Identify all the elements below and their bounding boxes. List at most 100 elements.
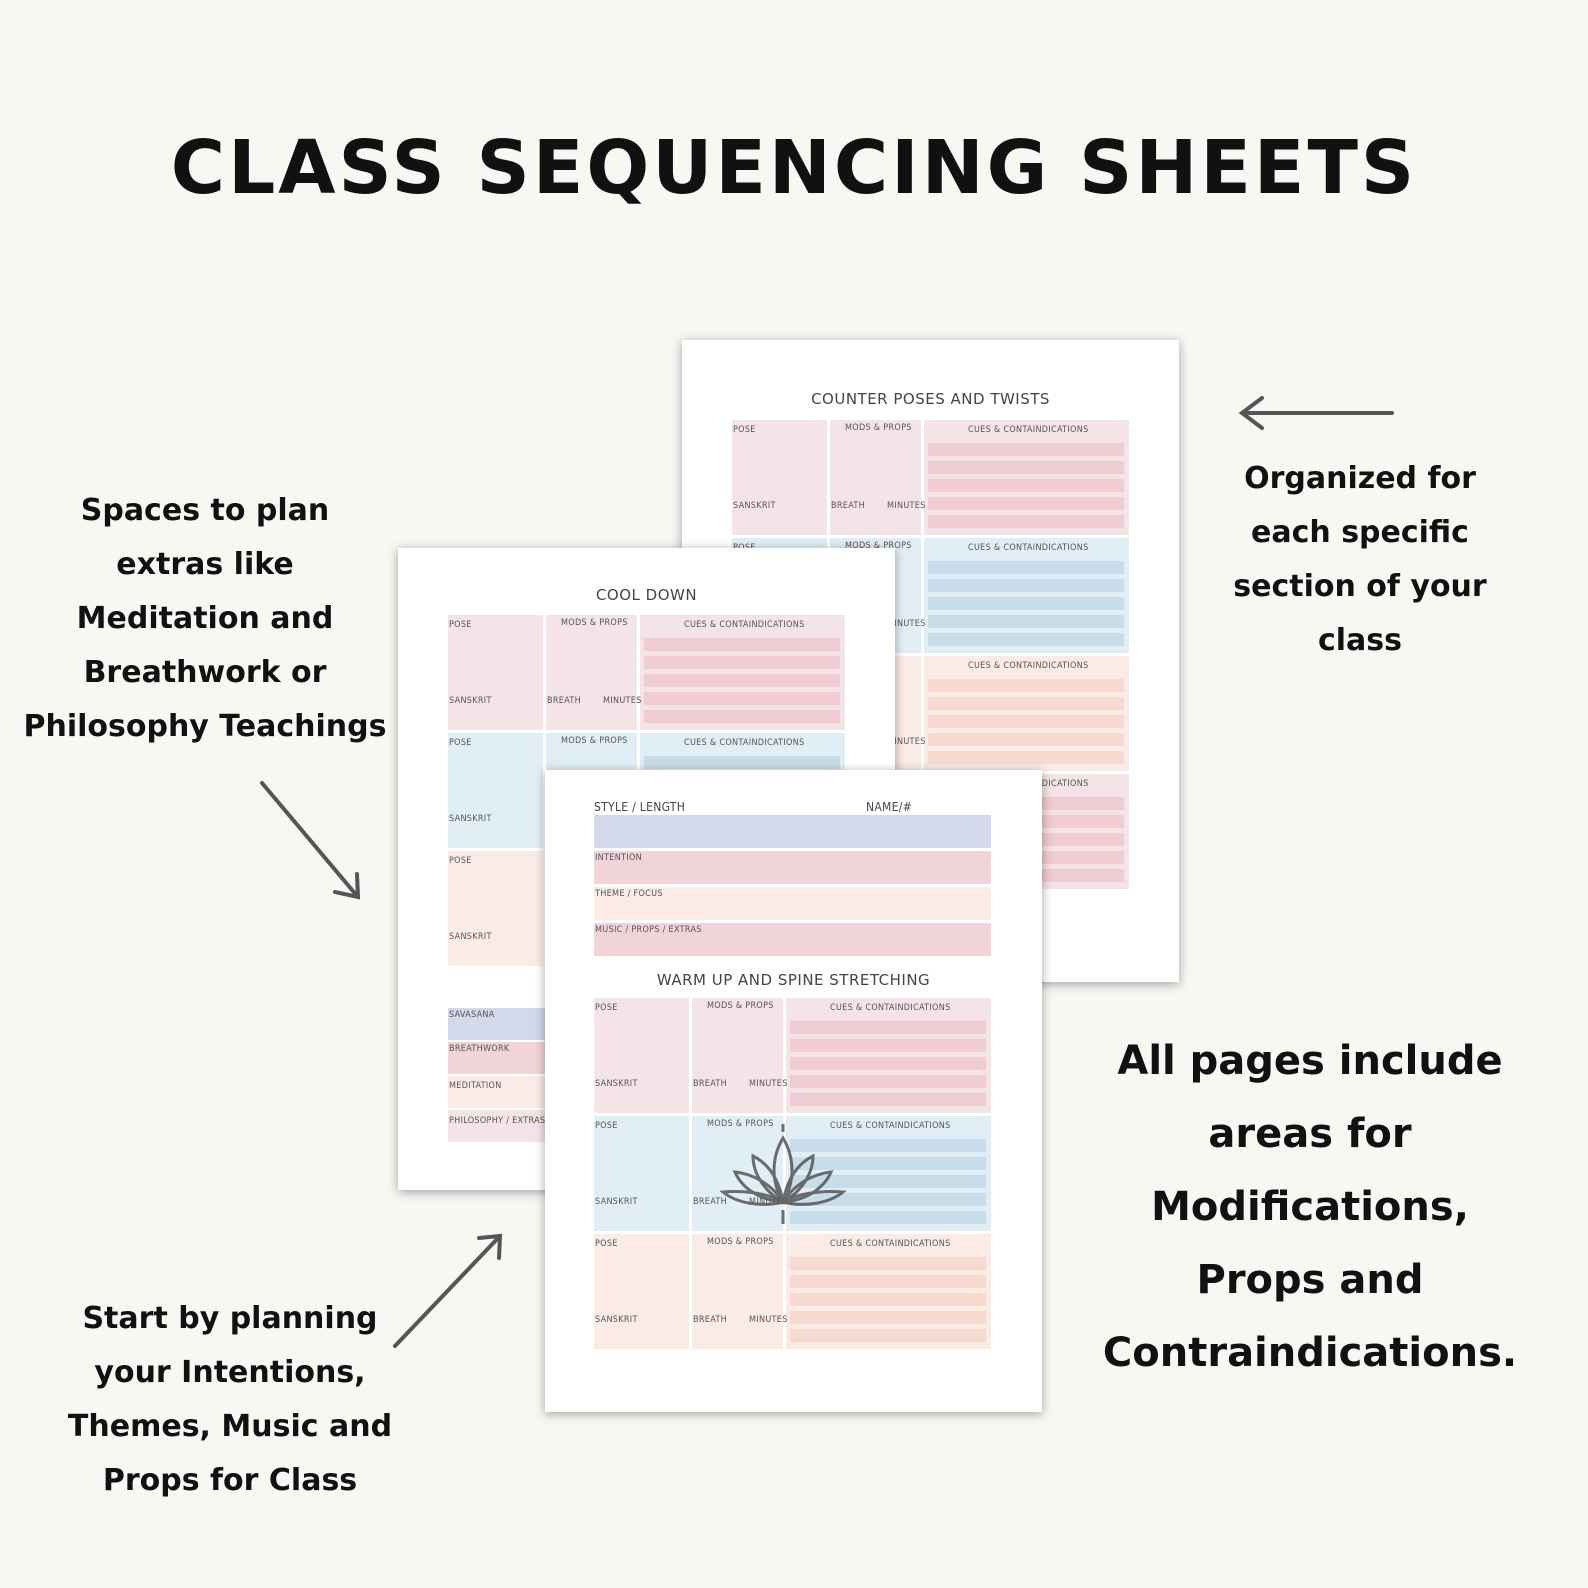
mods-label: MODS & PROPS [707,1237,774,1247]
cue-line [928,679,1124,692]
intention-label: INTENTION [595,853,643,863]
mods-label: MODS & PROPS [845,541,912,551]
cue-line[interactable] [790,1257,986,1270]
cue-line [928,715,1124,728]
name-number-label: NAME/# [866,800,913,814]
note-start: Start by planning your Intentions, Theme… [60,1292,400,1508]
cue-line [928,697,1124,710]
cue-line[interactable] [790,1275,986,1288]
cue-line [928,733,1124,746]
cue-line[interactable] [790,1139,986,1152]
note-line: Meditation and [76,601,334,636]
mods-label: MODS & PROPS [561,618,628,628]
cue-line[interactable] [790,1293,986,1306]
pose-cell [448,733,543,848]
cue-line[interactable] [790,1329,986,1342]
cue-line[interactable] [790,1211,986,1224]
cue-line[interactable] [790,1175,986,1188]
sheet-warm-up: STYLE / LENGTH NAME/# INTENTION THEME / … [545,770,1042,1412]
pose-cell [448,615,543,730]
pose-label: POSE [449,620,472,630]
minutes-label: MINUTES [887,619,926,629]
pose-cell [594,998,689,1113]
cue-line [928,751,1124,764]
cue-line[interactable] [790,1075,986,1088]
mods-cell [830,420,921,535]
cue-line[interactable] [790,1021,986,1034]
note-line: extras like [116,547,294,582]
cue-line[interactable] [790,1057,986,1070]
cues-label: CUES & CONTAINDICATIONS [830,1239,951,1249]
cues-label: CUES & CONTAINDICATIONS [830,1003,951,1013]
cue-line[interactable] [790,1311,986,1324]
pose-label: POSE [733,425,756,435]
note-line: Props for Class [102,1463,358,1498]
style-length-label: STYLE / LENGTH [594,800,686,814]
cue-line [644,692,840,705]
cue-line [644,638,840,651]
page-title: CLASS SEQUENCING SHEETS [170,125,1418,211]
note-line: Organized for [1244,461,1476,496]
note-line: Start by planning [82,1301,378,1336]
note-line: section of your [1233,569,1487,604]
sheet-title: COOL DOWN [595,586,698,604]
note-line: Props and [1196,1257,1424,1303]
sheet-title: WARM UP AND SPINE STRETCHING [656,971,931,989]
theme-focus-field[interactable] [594,887,991,920]
cue-line[interactable] [790,1039,986,1052]
breath-label: BREATH [693,1197,727,1207]
breath-label: BREATH [547,696,581,706]
note-line: Philosophy Teachings [23,709,387,744]
theme-focus-label: THEME / FOCUS [595,889,663,899]
cues-label: CUES & CONTAINDICATIONS [968,543,1089,553]
arrow-up-right-icon [393,1233,503,1348]
cue-line[interactable] [790,1093,986,1106]
pose-cell [448,851,543,966]
sheet-title: COUNTER POSES AND TWISTS [811,390,1050,408]
cue-line [928,579,1124,592]
note-line: All pages include [1117,1038,1503,1084]
arrow-down-right-icon [260,781,361,900]
note-line: class [1317,623,1403,658]
mods-cell [692,998,783,1113]
mods-label: MODS & PROPS [845,423,912,433]
minutes-label: MINUTES [887,501,926,511]
cue-line [928,633,1124,646]
pose-label: POSE [449,738,472,748]
style-length-field[interactable] [594,815,991,848]
cue-line[interactable] [790,1157,986,1170]
music-props-field[interactable] [594,923,991,956]
note-line: your Intentions, [94,1355,366,1390]
cue-line [928,479,1124,492]
note-line: Themes, Music and [67,1409,393,1444]
breath-label: BREATH [693,1079,727,1089]
cues-label: CUES & CONTAINDICATIONS [968,425,1089,435]
cue-line [928,561,1124,574]
sanskrit-label: SANSKRIT [449,932,492,942]
pose-cell [732,420,827,535]
pose-label: POSE [595,1003,618,1013]
sanskrit-label: SANSKRIT [595,1197,638,1207]
sanskrit-label: SANSKRIT [449,814,492,824]
pose-cell [594,1116,689,1231]
cue-line [644,756,840,769]
pose-label: POSE [595,1239,618,1249]
mods-cell [692,1234,783,1349]
philosophy-label: PHILOSOPHY / EXTRAS [449,1116,546,1126]
meditation-label: MEDITATION [449,1081,502,1091]
cue-line [928,615,1124,628]
note-line: areas for [1208,1111,1412,1157]
cue-line [644,656,840,669]
minutes-label: MINUTES [603,696,642,706]
mods-cell [546,615,637,730]
minutes-label: MINUTES [749,1079,788,1089]
pose-label: POSE [449,856,472,866]
cues-label: CUES & CONTAINDICATIONS [684,738,805,748]
arrow-left-icon [1238,396,1394,430]
cue-line [644,710,840,723]
note-line: Breathwork or [83,655,327,690]
note-extras: Spaces to plan extras like Meditation an… [20,484,390,754]
intention-field[interactable] [594,851,991,884]
mods-label: MODS & PROPS [707,1119,774,1129]
note-organized: Organized for each specific section of y… [1215,452,1505,668]
